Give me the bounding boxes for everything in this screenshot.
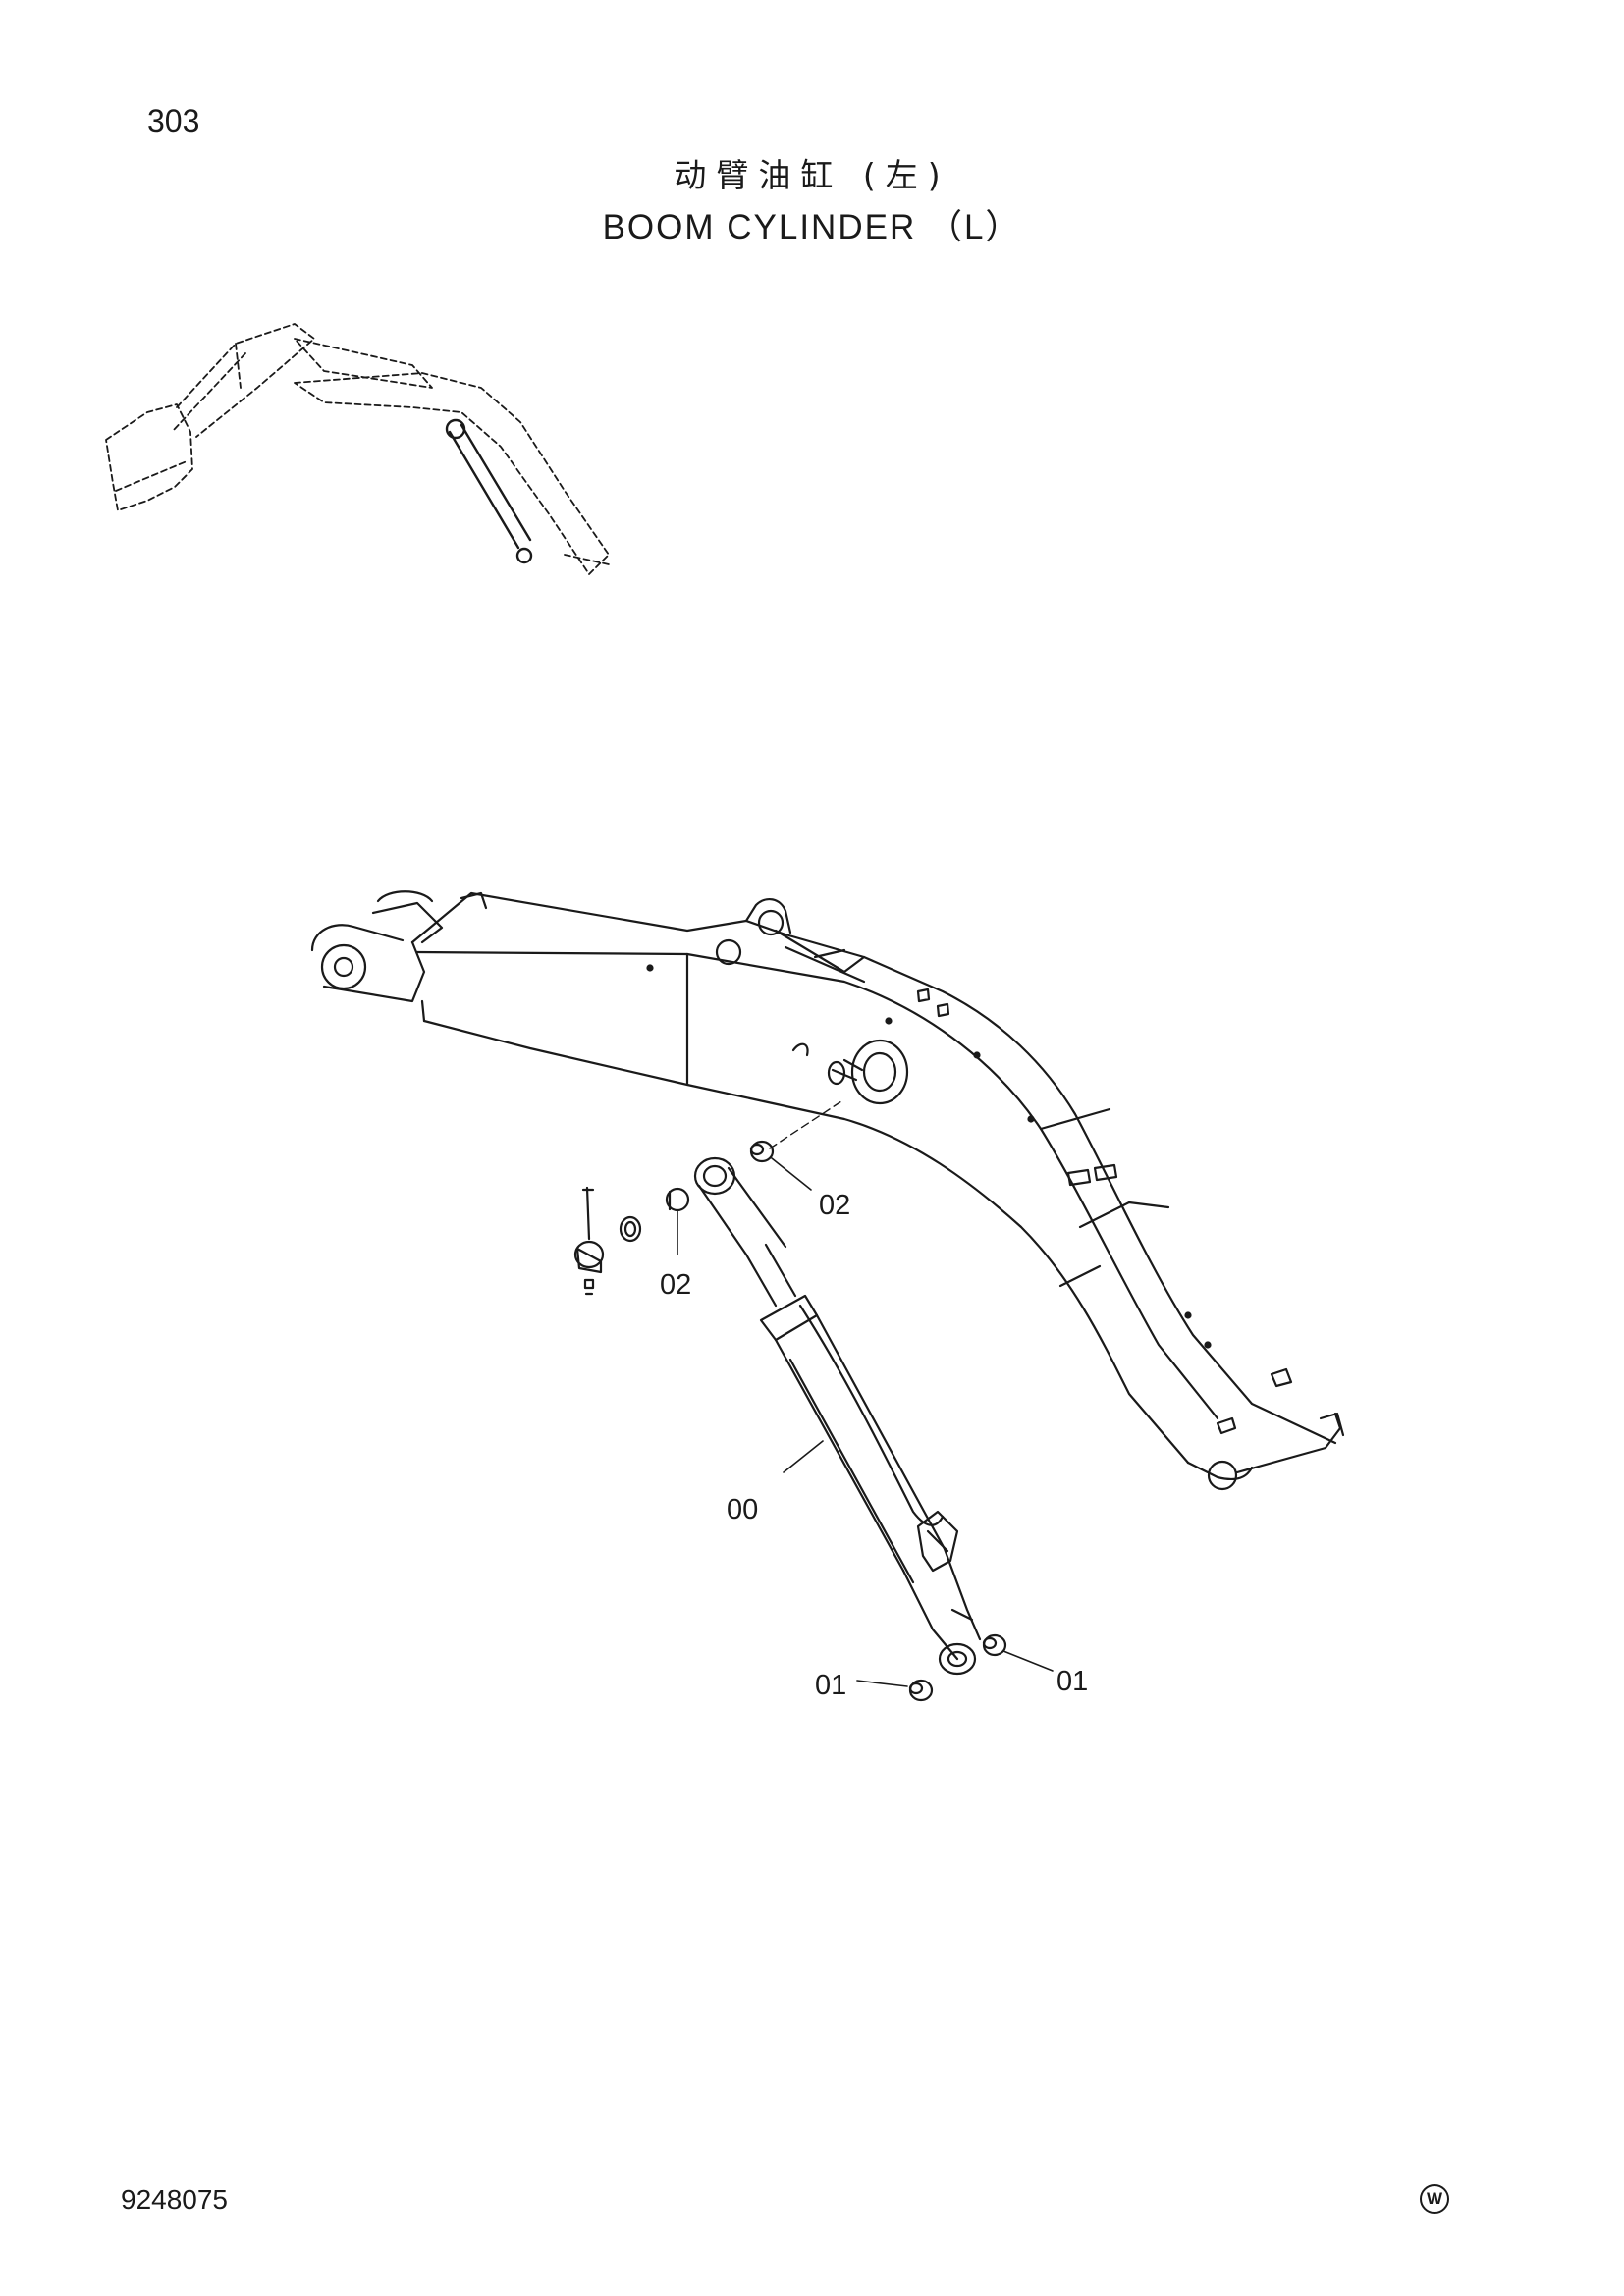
boom-cylinder-assembly — [693, 1156, 982, 1676]
callout-02-lower: 02 — [660, 1269, 691, 1301]
keymap-highlight-cylinder — [445, 418, 533, 564]
circled-w-mark: W — [1420, 2184, 1449, 2214]
callout-01-left: 01 — [815, 1670, 846, 1701]
callout-01-right: 01 — [1056, 1666, 1088, 1697]
title-chinese: 动臂油缸 (左) — [674, 156, 950, 194]
pin-axis-line — [769, 1098, 845, 1149]
page-number: 303 — [147, 103, 200, 138]
bottom-end-parts — [908, 1633, 1007, 1702]
leader-lines — [677, 1157, 1054, 1687]
boom-main-drawing — [310, 890, 1345, 1491]
keymap-thumbnail — [105, 323, 610, 575]
callout-00: 00 — [727, 1494, 758, 1525]
document-number: 9248075 — [121, 2184, 229, 2215]
title-english: BOOM CYLINDER （L） — [602, 208, 1022, 246]
rod-end-parts — [573, 1140, 775, 1296]
callout-02-upper: 02 — [819, 1190, 850, 1221]
